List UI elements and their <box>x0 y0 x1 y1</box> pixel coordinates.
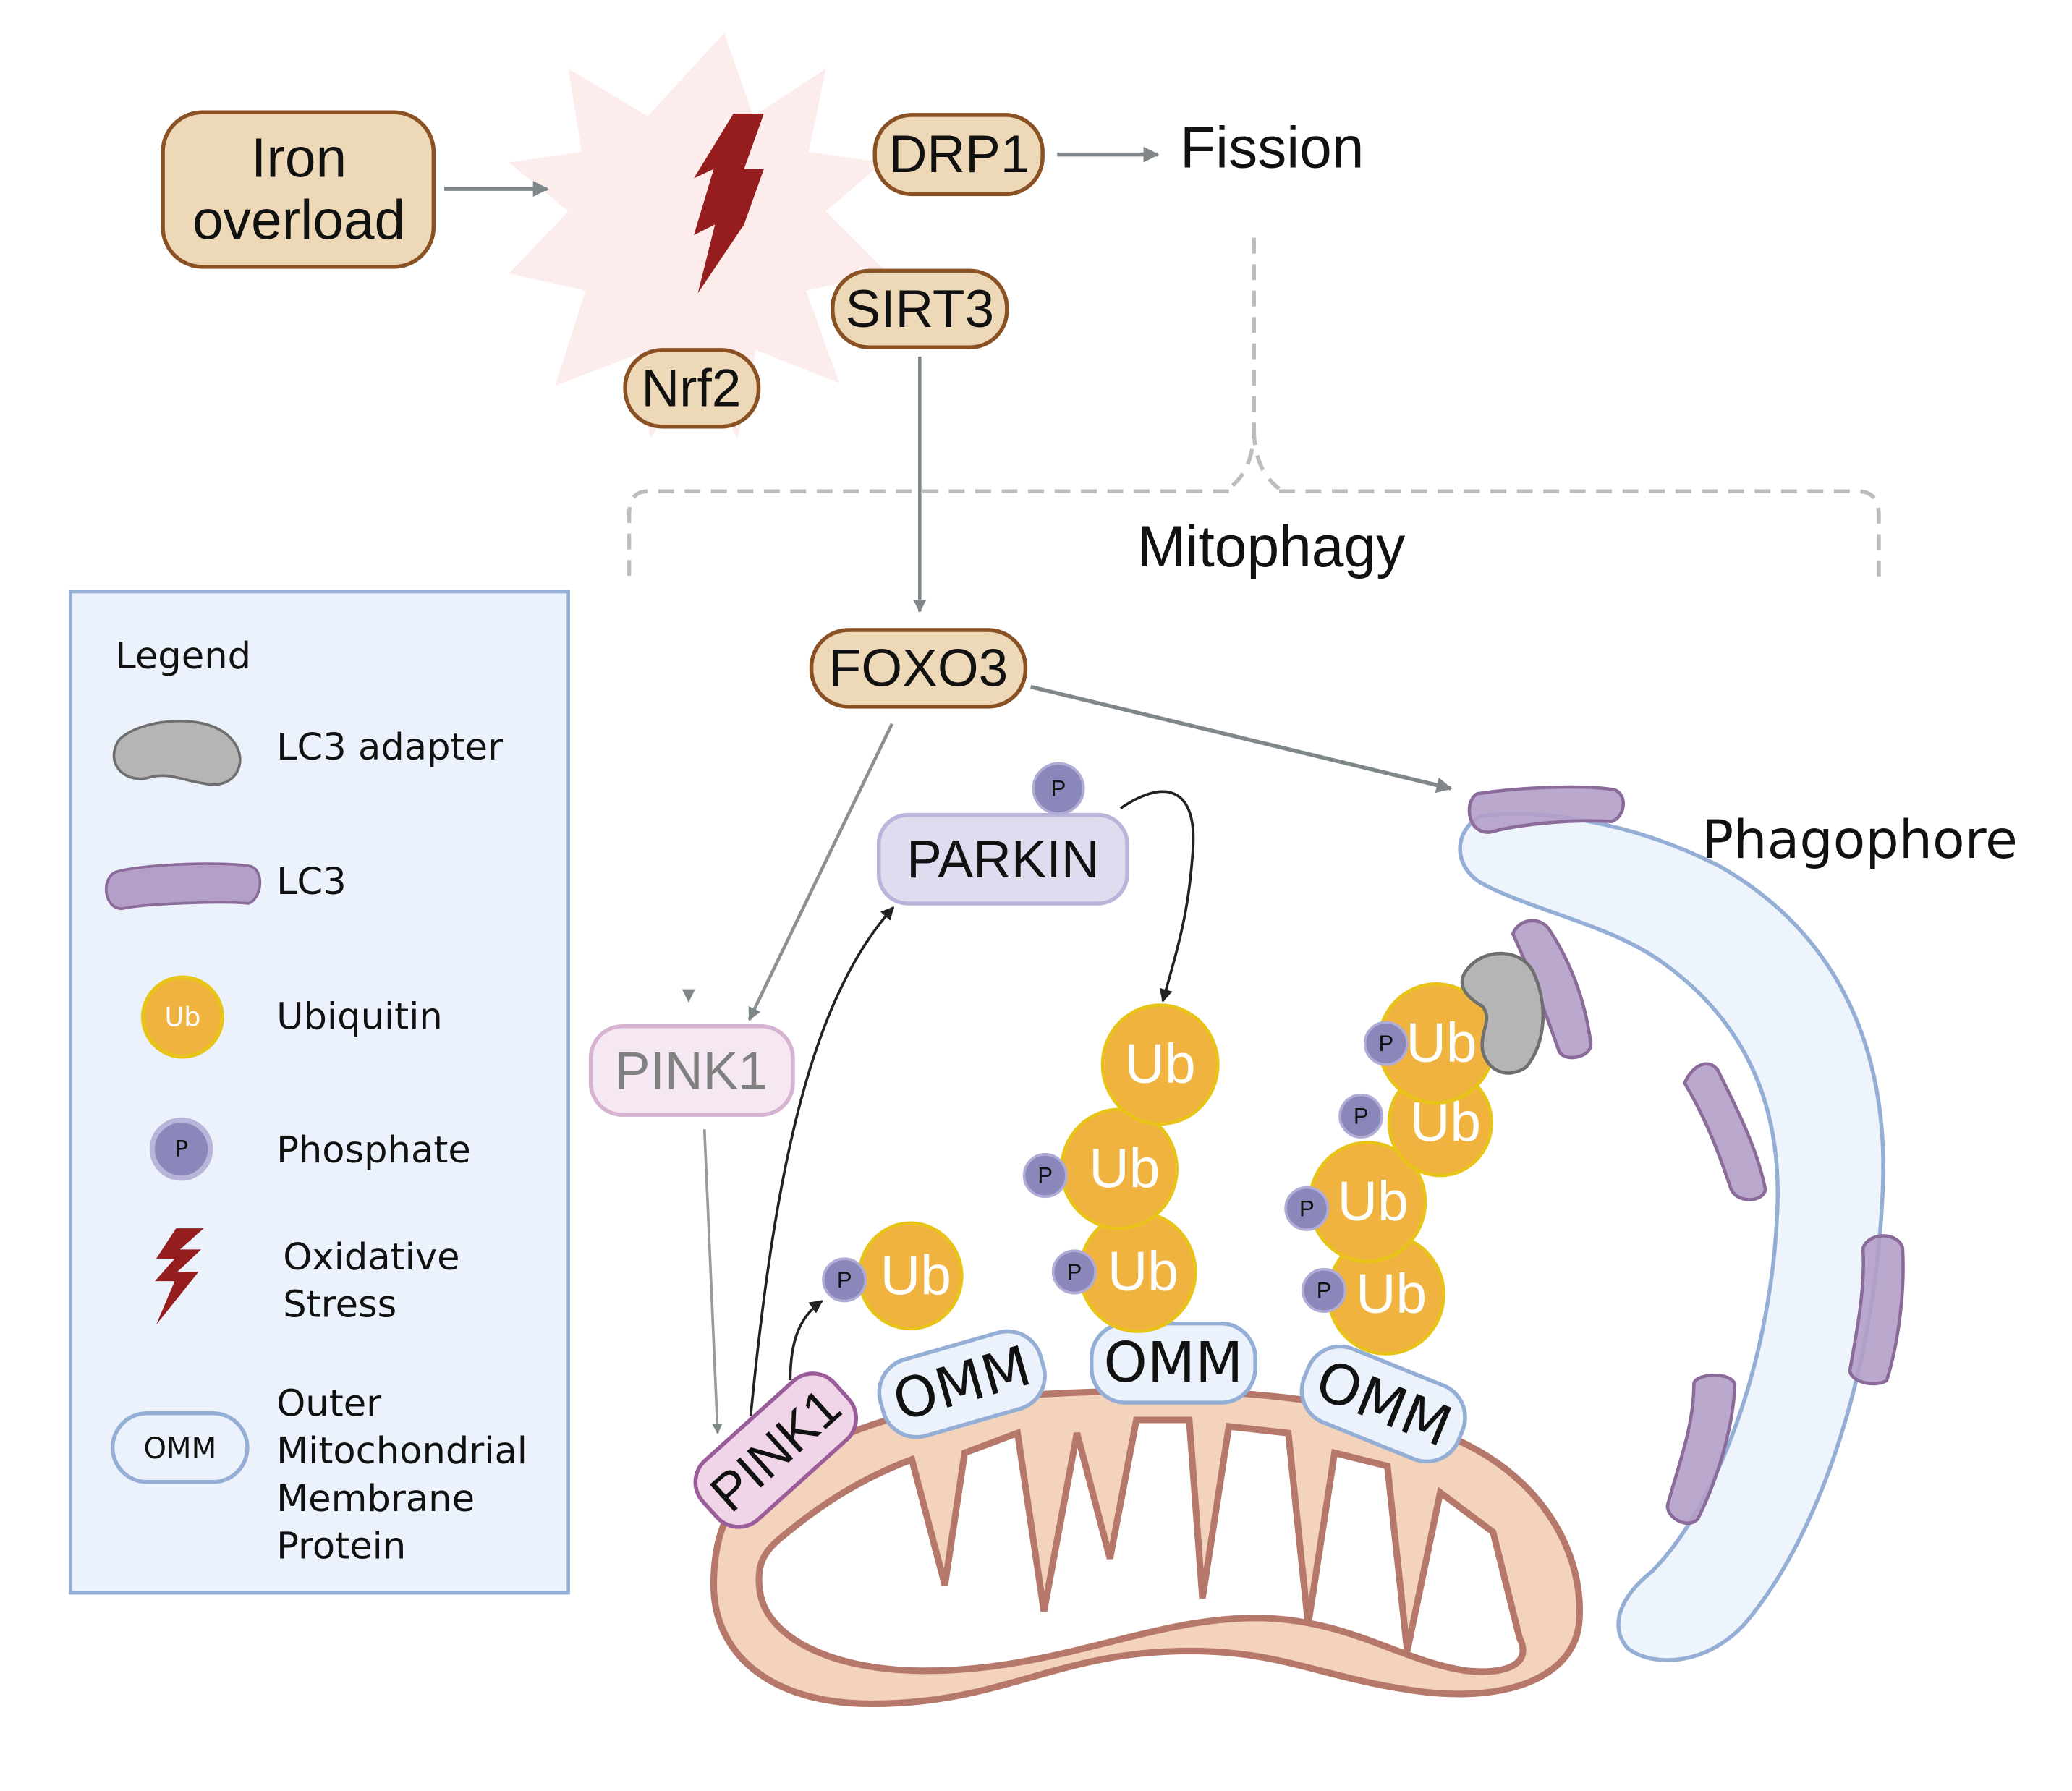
legend-label-mitochondrial: Mitochondrial <box>276 1430 527 1473</box>
lc3-pieces <box>1467 785 1905 1525</box>
legend-title: Legend <box>115 635 251 678</box>
foxo3-to-pink1-arrow <box>747 723 894 1021</box>
ubiquitin-label: Ub <box>1125 1034 1196 1095</box>
legend-label-lc3: LC3 <box>276 861 347 903</box>
mitophagy-bracket <box>627 237 1881 582</box>
pink1-phosphorylation-arrow <box>789 1300 823 1381</box>
omm-protein-2: OMM <box>1089 1321 1257 1405</box>
ubiquitin-label: Ub <box>1356 1264 1427 1325</box>
phosphate: P <box>822 1257 867 1303</box>
phosphate: P <box>1302 1267 1347 1314</box>
legend: Legend LC3 adapter LC3 Ub Ubiquitin P Ph… <box>68 590 570 1595</box>
legend-label-ubiquitin: Ubiquitin <box>276 995 443 1038</box>
ubiquitin-label: Ub <box>1108 1241 1179 1303</box>
omm-icon: OMM <box>110 1411 250 1484</box>
lc3-piece <box>1665 1373 1737 1525</box>
ubiquitin: Ub P <box>822 1221 964 1331</box>
parkin-to-ub-arrow <box>1119 790 1195 1003</box>
oxidative-stress-icon <box>155 1228 204 1325</box>
mitophagy-label: Mitophagy <box>1137 514 1406 579</box>
svg-text:OMM: OMM <box>1104 1331 1244 1395</box>
lc3-adapter <box>1460 951 1545 1075</box>
sirt3-node: SIRT3 <box>831 268 1009 349</box>
foxo3-node: FOXO3 <box>809 628 1028 709</box>
phosphate: P <box>1022 1153 1068 1199</box>
lc3-icon <box>105 862 262 911</box>
pink1-to-parkin-arrow <box>749 906 895 1416</box>
nrf2-label: Nrf2 <box>641 359 741 417</box>
mitochondrion <box>710 1387 1583 1708</box>
lc3-adapter-icon <box>112 720 242 786</box>
svg-text:P: P <box>1379 1031 1394 1056</box>
svg-text:P: P <box>1317 1277 1332 1303</box>
foxo3-to-phagophore-arrow <box>1030 684 1453 794</box>
svg-text:P: P <box>1299 1196 1315 1221</box>
svg-text:Ub: Ub <box>164 1001 200 1032</box>
ubiquitin: Ub P <box>1022 1107 1179 1230</box>
svg-text:P: P <box>1354 1103 1369 1128</box>
legend-label-protein: Protein <box>276 1526 406 1568</box>
phosphate-icon: P <box>149 1117 213 1181</box>
ubiquitin-label: Ub <box>1406 1013 1477 1074</box>
ubiquitin-label: Ub <box>1338 1171 1409 1233</box>
lightning-icon <box>694 114 764 294</box>
phosphate: P <box>1284 1186 1330 1231</box>
parkin-node: PARKIN <box>876 812 1129 906</box>
svg-text:OMM: OMM <box>143 1432 216 1465</box>
ubiquitin-label: Ub <box>1089 1138 1160 1199</box>
legend-label-phosphate: Phosphate <box>276 1129 471 1172</box>
svg-text:P: P <box>1051 776 1066 801</box>
sirt3-label: SIRT3 <box>846 280 995 339</box>
parkin-label: PARKIN <box>906 830 1099 889</box>
lc3-piece <box>1467 785 1626 834</box>
ubiquitin-icon: Ub <box>140 975 224 1059</box>
ubiquitin: Ub P <box>1284 1141 1427 1264</box>
ubiquitin: Ub P <box>1363 982 1496 1105</box>
legend-label-stress: Stress <box>283 1284 396 1327</box>
iron-overload-label-1: Iron <box>251 128 347 190</box>
svg-text:P: P <box>174 1136 188 1162</box>
parkin-phosphate: P <box>1032 762 1085 815</box>
phosphate: P <box>1338 1093 1384 1139</box>
phosphate: P <box>1363 1021 1409 1066</box>
ubiquitin-label: Ub <box>880 1245 951 1306</box>
drp1-label: DRP1 <box>889 125 1030 184</box>
legend-label-outer: Outer <box>276 1382 382 1425</box>
ubiquitin: Ub P <box>1302 1233 1445 1356</box>
phagophore-label: Phagophore <box>1702 809 2018 871</box>
nrf2-node: Nrf2 <box>623 348 761 429</box>
legend-label-oxidative: Oxidative <box>283 1236 459 1279</box>
legend-label-lc3-adapter: LC3 adapter <box>276 726 504 769</box>
legend-label-membrane: Membrane <box>276 1478 475 1520</box>
lc3-piece <box>1682 1062 1767 1201</box>
foxo3-label: FOXO3 <box>829 639 1009 697</box>
svg-text:P: P <box>1067 1259 1082 1285</box>
oxidative-stress-burst <box>509 33 888 439</box>
pink1-translocation-arrow <box>702 1129 723 1434</box>
fission-label: Fission <box>1180 116 1364 181</box>
phosphate: P <box>1051 1249 1097 1295</box>
pink1-cytosolic-label: PINK1 <box>615 1042 768 1100</box>
drp1-node: DRP1 <box>872 113 1045 197</box>
svg-text:P: P <box>837 1267 852 1293</box>
phagophore <box>1458 812 1885 1662</box>
iron-overload-node: Iron overload <box>161 110 436 269</box>
svg-text:P: P <box>1037 1163 1053 1188</box>
ubiquitin: Ub <box>1100 1003 1220 1126</box>
pink1-cytosolic-node: PINK1 <box>588 1024 795 1117</box>
iron-overload-label-2: overload <box>192 190 405 251</box>
lc3-piece <box>1848 1234 1905 1386</box>
ubiquitin: Ub P <box>1051 1210 1197 1333</box>
